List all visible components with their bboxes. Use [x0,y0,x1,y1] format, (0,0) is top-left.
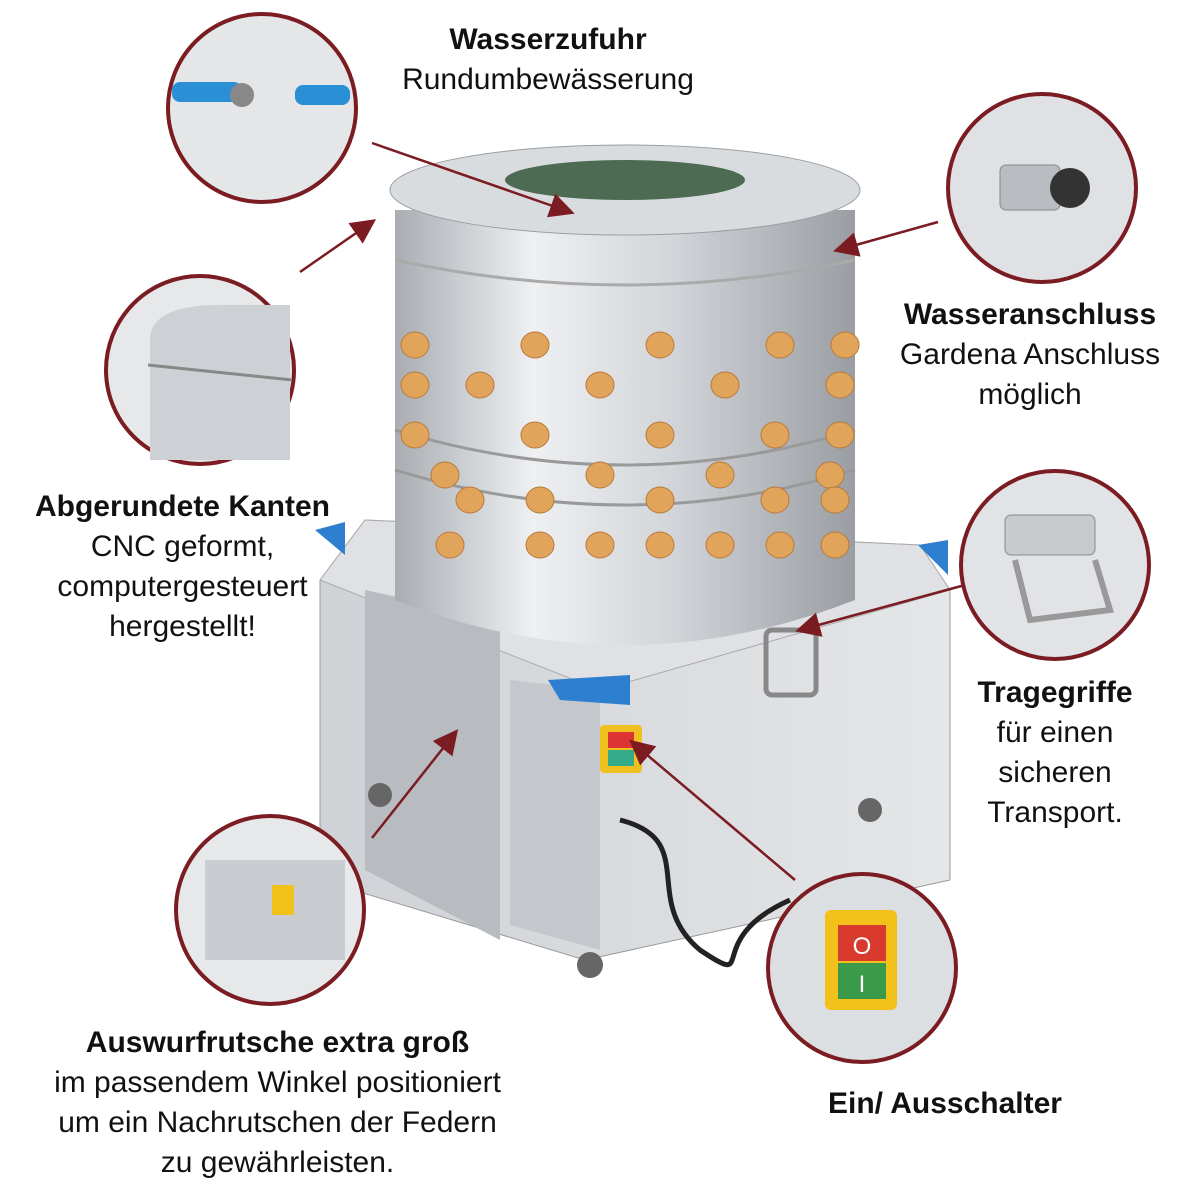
callout-chute: Auswurfrutsche extra groß im passendem W… [0,1023,555,1183]
callout-line: im passendem Winkel positioniert [54,1066,501,1099]
corner-guard [548,675,630,705]
corner-guard [918,540,948,575]
detail-circle-water-supply [166,12,358,204]
rubber-finger [760,486,790,514]
rubber-finger [430,461,460,489]
carry-handle [763,627,819,698]
callout-line: hergestellt! [109,610,256,643]
switch-on-label: I [859,971,866,998]
rubber-finger [465,371,495,399]
rubber-fingers [400,331,860,559]
callout-line: um ein Nachrutschen der Federn [58,1106,497,1139]
rubber-finger [525,531,555,559]
callout-line: Rundumbewässerung [402,63,694,96]
detail-circle-handles [959,469,1151,661]
callout-title: Abgerundete Kanten [34,490,331,523]
rubber-finger [830,331,860,359]
detail-circle-chute [174,814,366,1006]
rubber-finger [645,486,675,514]
callout-line: CNC geformt, [90,530,275,563]
rubber-finger [825,371,855,399]
callout-title: Wasseranschluss [903,298,1157,331]
rubber-finger [645,531,675,559]
callout-line: sicheren [998,756,1112,789]
rubber-finger [825,421,855,449]
rubber-finger [400,331,430,359]
callout-arrows [299,141,966,881]
callout-water-connection: Wasseranschluss Gardena Anschluss möglic… [870,295,1190,415]
callout-line: Transport. [987,796,1123,829]
power-cable [619,817,792,968]
rubber-finger [820,531,850,559]
rubber-finger [765,331,795,359]
rubber-finger [645,331,675,359]
rubber-finger [705,531,735,559]
callout-handles: Tragegriffe für einen sicheren Transport… [940,673,1170,833]
rubber-finger [400,371,430,399]
rubber-finger [455,486,485,514]
callout-title: Wasserzufuhr [449,23,647,56]
callout-line: zu gewährleisten. [160,1146,395,1179]
rubber-finger [585,371,615,399]
rubber-finger [820,486,850,514]
callout-line: computergesteuert [57,570,308,603]
callout-title: Tragegriffe [977,676,1133,709]
rubber-finger [585,461,615,489]
rubber-finger [520,331,550,359]
rubber-finger [525,486,555,514]
callout-title: Auswurfrutsche extra groß [85,1026,470,1059]
callout-water-supply: Wasserzufuhr Rundumbewässerung [378,20,718,100]
rubber-finger [710,371,740,399]
rubber-finger [760,421,790,449]
rubber-finger [585,531,615,559]
detail-circle-switch: O I [766,872,958,1064]
callout-rounded-edges: Abgerundete Kanten CNC geformt, computer… [5,487,360,647]
callout-title: Ein/ Ausschalter [828,1087,1062,1120]
rubber-finger [645,421,675,449]
switch-off-label: O [853,933,872,960]
detail-circle-rounded-edges [104,274,296,466]
callout-switch: Ein/ Ausschalter [790,1084,1100,1124]
detail-circle-water-connection [946,92,1138,284]
rubber-finger [765,531,795,559]
plucker-drum [389,144,861,645]
corner-guard [315,522,345,555]
callout-line: für einen [996,716,1114,749]
rubber-finger [705,461,735,489]
rubber-finger [815,461,845,489]
rubber-finger [400,421,430,449]
callout-line: Gardena Anschluss [899,338,1161,371]
callout-line: möglich [978,378,1082,411]
rubber-finger [520,421,550,449]
rubber-finger [435,531,465,559]
